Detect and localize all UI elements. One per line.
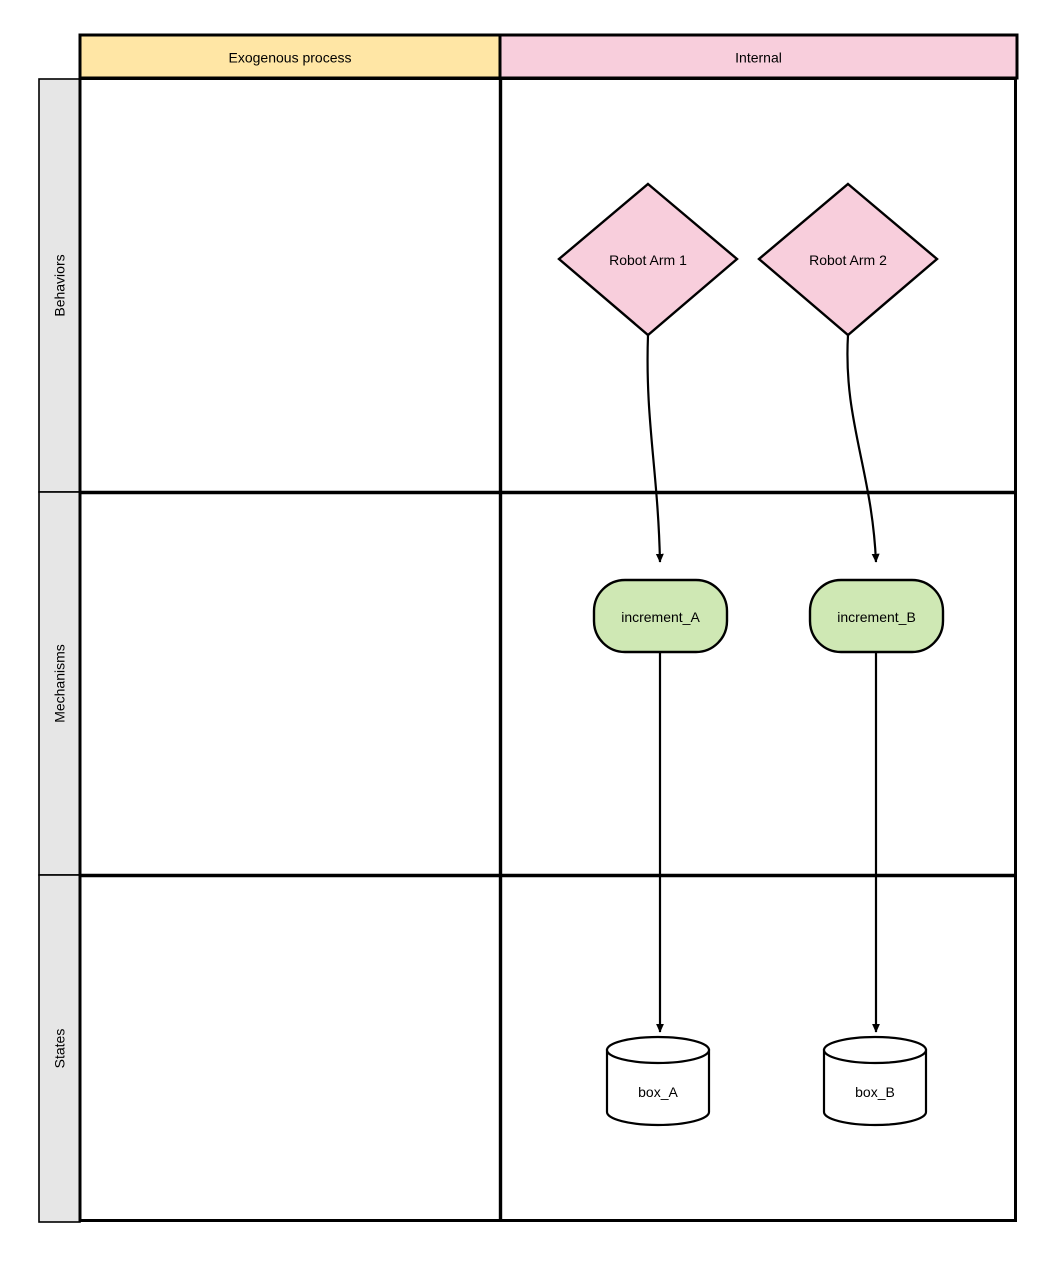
box-b-label: box_B bbox=[855, 1084, 895, 1100]
row-label-behaviors-label: Behaviors bbox=[52, 254, 68, 316]
box-b-cylinder-body bbox=[822, 1048, 928, 1127]
grid-lines bbox=[78, 77, 1017, 1222]
column-header-row: Exogenous process Internal bbox=[78, 33, 1019, 80]
robot-arm-1-diamond-shape bbox=[557, 182, 739, 337]
column-header-internal-label: Internal bbox=[735, 50, 782, 66]
row-label-column: Behaviors Mechanisms States bbox=[38, 78, 81, 1223]
node-increment-b[interactable]: increment_B bbox=[808, 578, 945, 654]
cell-states-exogenous[interactable] bbox=[80, 875, 500, 1222]
node-box-b[interactable]: box_B bbox=[822, 1035, 928, 1127]
row-label-mechanisms-label: Mechanisms bbox=[52, 644, 68, 723]
robot-arm-2-label: Robot Arm 2 bbox=[809, 252, 887, 268]
box-a-cylinder-body bbox=[605, 1048, 711, 1127]
edge-robot-arm-1-to-increment-a[interactable] bbox=[646, 334, 664, 563]
robot-arm-1-label: Robot Arm 1 bbox=[609, 252, 687, 268]
increment-b-label: increment_B bbox=[837, 609, 916, 625]
cell-states-internal[interactable] bbox=[500, 875, 1017, 1222]
node-robot-arm-1[interactable]: Robot Arm 1 bbox=[557, 182, 739, 337]
row-label-states-label: States bbox=[52, 1029, 68, 1069]
increment-a-rounded-shape bbox=[592, 578, 729, 654]
node-box-a[interactable]: box_A bbox=[605, 1035, 711, 1127]
cell-mechanisms-exogenous[interactable] bbox=[80, 492, 500, 875]
cell-mechanisms-internal[interactable] bbox=[500, 492, 1017, 875]
box-b-cylinder-top bbox=[822, 1035, 928, 1065]
box-a-label: box_A bbox=[638, 1084, 678, 1100]
node-robot-arm-2[interactable]: Robot Arm 2 bbox=[757, 182, 939, 337]
cell-behaviors-exogenous[interactable] bbox=[80, 79, 500, 492]
robot-arm-2-diamond-shape bbox=[757, 182, 939, 337]
column-header-exogenous[interactable] bbox=[78, 33, 502, 80]
edge-robot-arm-2-to-increment-b[interactable] bbox=[846, 334, 880, 563]
box-a-cylinder-top bbox=[605, 1035, 711, 1065]
row-label-behaviors[interactable] bbox=[38, 78, 81, 493]
edges bbox=[646, 334, 880, 1033]
increment-a-label: increment_A bbox=[621, 609, 700, 625]
column-header-exogenous-label: Exogenous process bbox=[229, 50, 352, 66]
node-increment-a[interactable]: increment_A bbox=[592, 578, 729, 654]
increment-b-rounded-shape bbox=[808, 578, 945, 654]
cell-behaviors-internal[interactable] bbox=[500, 79, 1017, 492]
row-label-states[interactable] bbox=[38, 874, 81, 1223]
matrix-body bbox=[80, 79, 1017, 1222]
